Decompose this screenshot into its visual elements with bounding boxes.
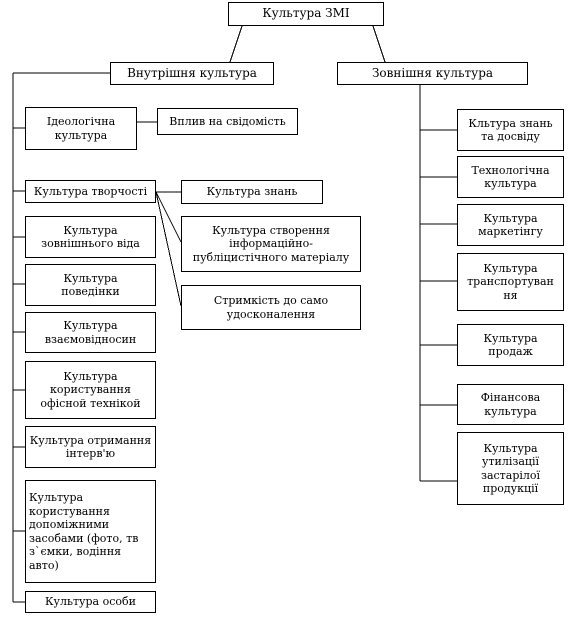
external-item-knowledge-experience: Кльтура знань та досвіду bbox=[457, 109, 564, 151]
internal-item-behavior: Культура поведінки bbox=[25, 264, 156, 306]
internal-item-auxiliary-tools: Культура користування допоміжними засоба… bbox=[25, 480, 156, 583]
internal-item-appearance: Культура зовнішнього віда bbox=[25, 216, 156, 258]
external-item-finance: Фінансова культура bbox=[457, 384, 564, 425]
root-to-external-line bbox=[372, 25, 386, 63]
connector-line bbox=[155, 191, 182, 307]
internal-culture-node: Внутрішня культура bbox=[110, 62, 274, 85]
external-item-transportation: Культура транспортуван ня bbox=[457, 253, 564, 311]
external-item-disposal: Культура утилізації застарілої продукції bbox=[457, 432, 564, 505]
internal-item-relationships: Культура взаємовідносин bbox=[25, 312, 156, 353]
internal-item-office-equipment: Культура користування офісной технікой bbox=[25, 361, 156, 419]
internal-item-creativity: Культура творчості bbox=[25, 180, 156, 203]
external-culture-node: Зовнішня культура bbox=[337, 62, 528, 85]
creativity-subitem-selfimprovement: Стримкість до само удосконалення bbox=[181, 285, 361, 330]
creativity-subitem-material: Культура створення інформаційно- публіци… bbox=[181, 216, 361, 272]
internal-item-interview: Культура отримання інтерв'ю bbox=[25, 426, 156, 468]
influence-node: Вплив на свідомість bbox=[157, 108, 298, 135]
internal-item-personality: Культура особи bbox=[25, 591, 156, 613]
root-node: Культура ЗМІ bbox=[228, 2, 384, 26]
external-item-sales: Культура продаж bbox=[457, 324, 564, 366]
root-to-internal-line bbox=[229, 25, 243, 63]
connector-line bbox=[155, 191, 182, 243]
external-item-marketing: Культура маркетінгу bbox=[457, 204, 564, 246]
internal-item-ideology: Ідеологічна культура bbox=[25, 107, 137, 150]
creativity-subitem-knowledge: Культура знань bbox=[181, 180, 323, 204]
external-item-technology: Технологічна культура bbox=[457, 156, 564, 198]
